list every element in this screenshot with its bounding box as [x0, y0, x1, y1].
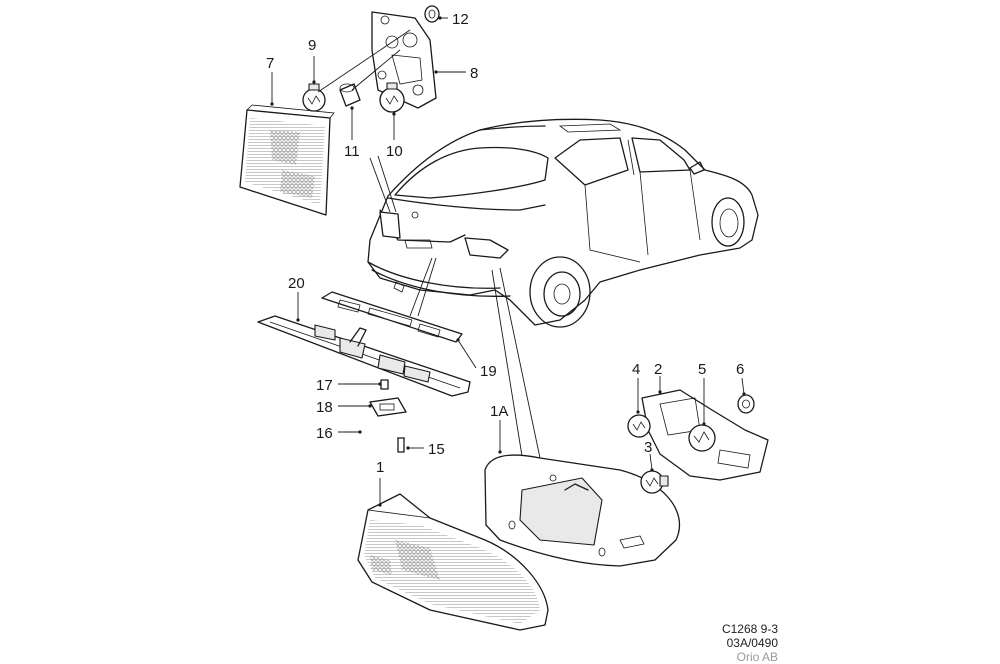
part-15-screw: [397, 437, 405, 453]
callout-20: 20: [288, 275, 305, 292]
part-6-grommet: [737, 394, 755, 414]
callout-9: 9: [308, 37, 316, 54]
car-rear-view: [367, 118, 759, 328]
part-18-bracket: [369, 397, 407, 417]
callout-7: 7: [266, 55, 274, 72]
callout-5: 5: [698, 361, 706, 378]
callout-12: 12: [452, 11, 469, 28]
callout-17: 17: [316, 377, 333, 394]
part-3-bulb: [640, 470, 669, 494]
part-7-tail-lamp-lens: [239, 104, 335, 216]
part-12-grommet: [424, 5, 440, 23]
callout-labels: 7 9 12 8 11 10 20 19 17 18 16 15 1 1A 2 …: [266, 11, 744, 476]
part-19-trim-strip: [321, 291, 463, 343]
callout-10: 10: [386, 143, 403, 160]
part-17-clip: [380, 379, 389, 390]
caption-figure-id: C1268 9-3: [721, 622, 778, 636]
part-4-bulb: [627, 414, 651, 438]
part-9-bulb: [302, 83, 326, 112]
callout-2: 2: [654, 361, 662, 378]
callout-1: 1: [376, 459, 384, 476]
callout-4: 4: [632, 361, 640, 378]
callout-1a: 1A: [490, 403, 508, 420]
caption-publisher: Orio AB: [736, 650, 778, 664]
part-10-bulb: [379, 82, 405, 113]
callout-6: 6: [736, 361, 744, 378]
callout-15: 15: [428, 441, 445, 458]
bulb-assembly-line: [317, 29, 411, 93]
part-5-bulb: [688, 424, 716, 452]
callout-8: 8: [470, 65, 478, 82]
callout-19: 19: [480, 363, 497, 380]
callout-3: 3: [644, 439, 652, 456]
caption-doc-code: 03A/0490: [726, 636, 778, 650]
part-11-bulb-socket: [339, 83, 361, 107]
callout-18: 18: [316, 399, 333, 416]
part-1-tail-lamp: [357, 493, 549, 631]
callout-16: 16: [316, 425, 333, 442]
part-1a-lamp-housing: [484, 454, 681, 567]
leader-lines: [270, 16, 746, 507]
callout-11: 11: [344, 143, 360, 160]
part-20-license-lamp-bar: [257, 315, 471, 397]
